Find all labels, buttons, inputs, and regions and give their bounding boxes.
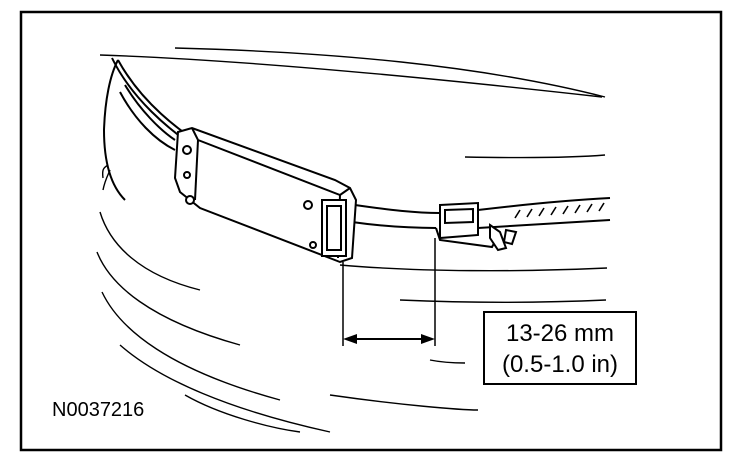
dimension-indicator — [342, 238, 436, 346]
drum-right-arc-3 — [429, 359, 466, 364]
strap-upper-edge-left — [124, 84, 176, 141]
sensor-clip — [321, 199, 347, 257]
band-slot — [526, 208, 533, 218]
figure-id: N0037216 — [52, 399, 144, 421]
band-slot — [550, 206, 557, 216]
band-slots — [514, 202, 605, 219]
strap-band — [119, 84, 441, 229]
drum-surface-lines — [96, 47, 608, 433]
drum-right-arc-1 — [339, 264, 608, 272]
drum-right-arc-2 — [399, 299, 607, 303]
band-slot — [514, 209, 521, 219]
drum-top-arc — [99, 54, 603, 98]
sensor-module — [173, 126, 358, 264]
sensor-screw-1 — [182, 145, 192, 155]
drum-mid-arc — [464, 154, 606, 159]
band-slot — [586, 203, 593, 213]
band-tail-upper — [477, 197, 611, 211]
band-slot — [562, 205, 569, 215]
sensor-clip-inner — [326, 205, 342, 251]
clamp-tab-2 — [502, 228, 518, 246]
sensor-top-ridge — [191, 127, 351, 197]
arrowhead-right — [421, 334, 435, 344]
band-slot — [538, 207, 545, 217]
drum-lower-arc-2 — [96, 251, 241, 346]
drum-lower-arc-3 — [101, 291, 281, 401]
clamp-buckle — [435, 197, 611, 252]
sensor-body — [173, 126, 358, 264]
rim-left-edge — [102, 59, 126, 201]
drum-lower-arc-5 — [184, 394, 301, 433]
band-tail-lower — [477, 219, 611, 229]
band-slot — [574, 204, 581, 214]
dimension-callout-box — [483, 311, 637, 385]
drum-right-arc-4 — [329, 394, 479, 411]
drum-lower-arc-1 — [99, 211, 201, 291]
buckle-housing — [439, 201, 479, 240]
sensor-screw-3 — [185, 195, 195, 205]
clamp-tab — [489, 223, 508, 252]
strap-upper-edge-right — [354, 204, 441, 214]
callout-imperial: (0.5-1.0 in) — [502, 351, 618, 378]
sensor-screw-4 — [303, 200, 313, 210]
callout-metric: 13-26 mm — [506, 320, 614, 347]
strap-lower-edge-left — [119, 91, 176, 151]
buckle-slot — [444, 207, 474, 225]
band-slot — [598, 202, 605, 212]
arrowhead-left — [343, 334, 357, 344]
sensor-screw-2 — [183, 171, 191, 179]
drum-top-arc-2 — [174, 47, 606, 98]
strap-lower-edge-right — [351, 221, 437, 229]
sensor-screw-5 — [309, 241, 317, 249]
sensor-front-edge — [194, 139, 199, 201]
drum-lower-arc-4 — [119, 344, 331, 433]
